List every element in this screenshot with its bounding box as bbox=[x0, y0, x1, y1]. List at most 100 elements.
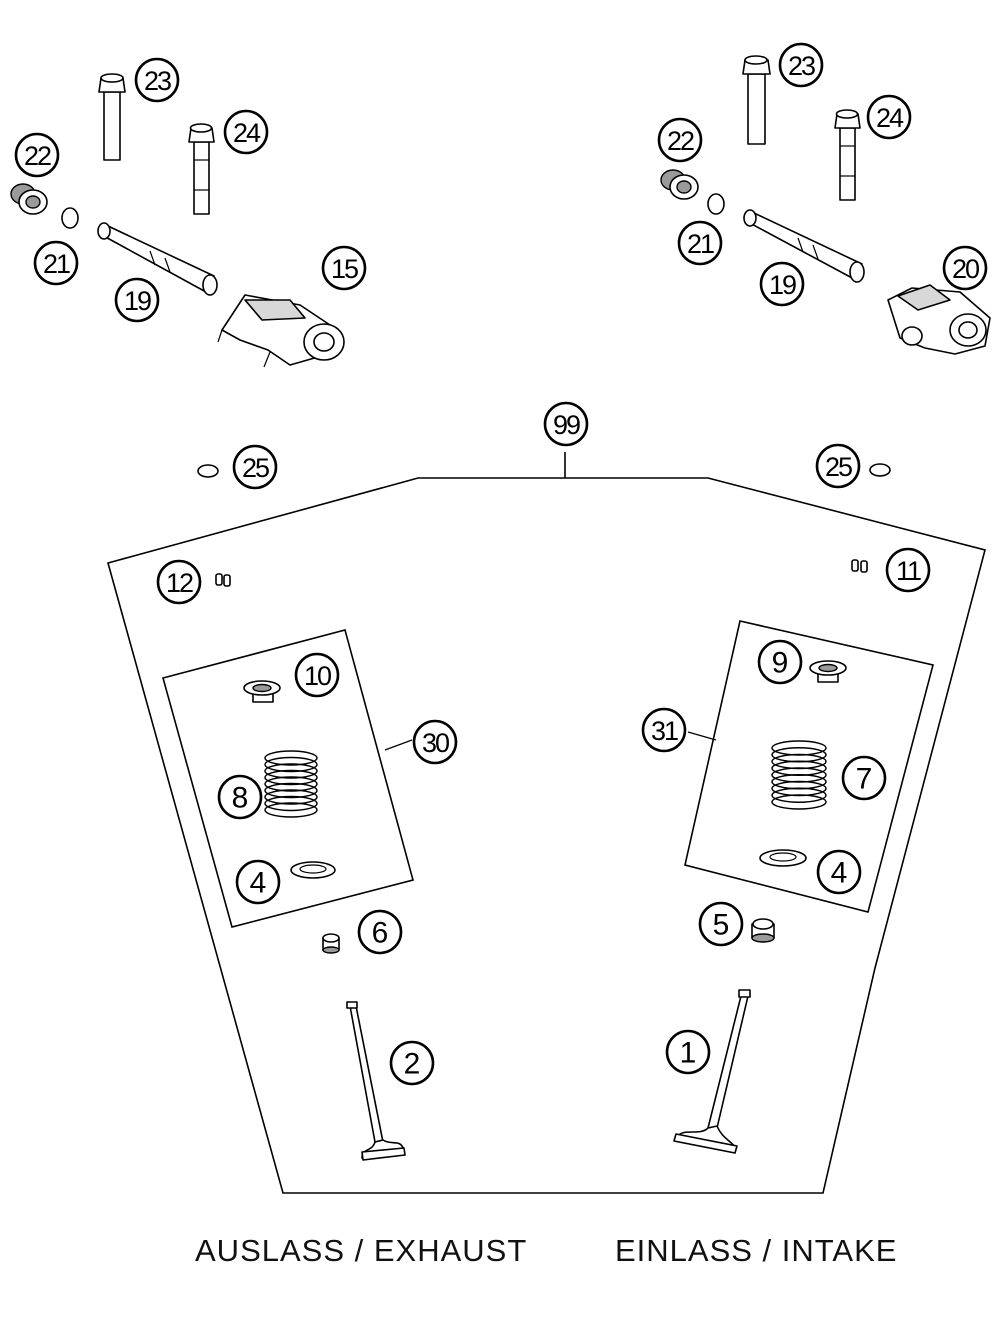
spring-coil bbox=[264, 782, 318, 799]
spring-coil bbox=[264, 776, 318, 792]
callout-number: 22 bbox=[667, 126, 694, 156]
callout-c25r: 25 bbox=[815, 443, 861, 489]
callout-c21l: 21 bbox=[33, 240, 79, 286]
bolt-right-long bbox=[742, 55, 771, 145]
rocker-shaft-right bbox=[743, 209, 865, 283]
callout-circle bbox=[942, 245, 988, 291]
callout-number: 23 bbox=[788, 51, 815, 81]
callout-number: 22 bbox=[24, 141, 51, 171]
valve-stem-seal-intake bbox=[751, 918, 775, 943]
callout-circle bbox=[217, 774, 263, 820]
valve-keepers-exhaust bbox=[215, 573, 231, 587]
spring-coil bbox=[264, 763, 318, 779]
o-ring-right bbox=[707, 193, 725, 215]
callout-circle bbox=[665, 1029, 711, 1075]
spring-coil bbox=[771, 794, 827, 810]
callout-c31: 31 bbox=[641, 707, 687, 753]
callout-circle bbox=[134, 57, 180, 103]
shim-right bbox=[869, 463, 891, 477]
callout-circle bbox=[866, 94, 912, 140]
callout-number: 24 bbox=[233, 118, 261, 148]
callout-number: 4 bbox=[831, 857, 848, 890]
callout-circle bbox=[321, 245, 367, 291]
bolt-left-short bbox=[188, 123, 215, 215]
callout-circle bbox=[778, 42, 824, 88]
callout-c19l: 19 bbox=[114, 277, 160, 323]
callout-number: 12 bbox=[166, 568, 193, 598]
callout-c10: 10 bbox=[294, 652, 340, 698]
callout-c2: 2 bbox=[389, 1040, 435, 1086]
intake-valve bbox=[673, 989, 751, 1154]
spring-seat-exhaust bbox=[290, 861, 336, 879]
callout-circle bbox=[841, 755, 887, 801]
plug-left bbox=[10, 183, 48, 215]
spring-coil bbox=[264, 769, 318, 786]
callout-number: 19 bbox=[124, 286, 151, 316]
callout-number: 21 bbox=[43, 249, 70, 279]
spring-retainer-intake bbox=[809, 660, 847, 683]
callout-circle bbox=[885, 547, 931, 593]
callout-c4r: 4 bbox=[816, 849, 862, 895]
callout-c4l: 4 bbox=[235, 859, 281, 905]
callout-c19r: 19 bbox=[759, 261, 805, 307]
spring-coil bbox=[771, 787, 827, 803]
callout-number: 25 bbox=[825, 452, 852, 482]
callout-c99: 99 bbox=[543, 401, 589, 447]
callout-circle bbox=[357, 909, 403, 955]
callout-circle bbox=[815, 443, 861, 489]
plug-right bbox=[660, 169, 699, 200]
valve-spring-intake bbox=[771, 740, 827, 810]
callout-circle bbox=[757, 639, 803, 685]
callout-number: 99 bbox=[553, 410, 580, 440]
callout-number: 6 bbox=[372, 917, 389, 950]
exhaust-spring-kit-frame bbox=[162, 629, 414, 928]
valve-stem-seal-exhaust bbox=[322, 933, 340, 954]
callout-circle bbox=[114, 277, 160, 323]
callout-number: 25 bbox=[242, 453, 269, 483]
callout-c1: 1 bbox=[665, 1029, 711, 1075]
callout-circle bbox=[657, 117, 703, 163]
rocker-arm-exhaust bbox=[217, 294, 345, 368]
bolt-left-long bbox=[98, 73, 126, 161]
callout-circle bbox=[223, 109, 269, 155]
rocker-arm-intake bbox=[887, 284, 991, 355]
callout-c8: 8 bbox=[217, 774, 263, 820]
callout-number: 9 bbox=[772, 647, 789, 680]
spring-coil bbox=[264, 750, 318, 766]
o-ring-left bbox=[61, 207, 79, 229]
callout-circle bbox=[389, 1040, 435, 1086]
shim-left bbox=[197, 464, 219, 478]
callout-c22l: 22 bbox=[14, 132, 60, 178]
callout-circle bbox=[14, 132, 60, 178]
spring-seat-intake bbox=[759, 849, 807, 867]
callout-c5: 5 bbox=[698, 901, 744, 947]
rocker-shaft-left bbox=[97, 222, 218, 296]
callout-c21r: 21 bbox=[677, 220, 723, 266]
callout-circle bbox=[294, 652, 340, 698]
callout-number: 8 bbox=[232, 782, 249, 815]
callout-number: 10 bbox=[304, 661, 331, 691]
callout-number: 15 bbox=[331, 254, 358, 284]
spring-coil bbox=[264, 789, 318, 805]
callout-circle bbox=[759, 261, 805, 307]
callout-circle bbox=[543, 401, 589, 447]
callout-circle bbox=[641, 707, 687, 753]
callout-circle bbox=[816, 849, 862, 895]
callout-c23r: 23 bbox=[778, 42, 824, 88]
callout-c23l: 23 bbox=[134, 57, 180, 103]
valve-keepers-intake bbox=[851, 559, 868, 573]
callout-circle bbox=[232, 444, 278, 490]
exhaust-valve bbox=[346, 1001, 406, 1161]
callout-c6: 6 bbox=[357, 909, 403, 955]
callout-c24l: 24 bbox=[223, 109, 269, 155]
callout-c24r: 24 bbox=[866, 94, 912, 140]
callout-number: 30 bbox=[422, 728, 449, 758]
callout-number: 5 bbox=[713, 909, 730, 942]
callout-circle bbox=[156, 559, 202, 605]
callout-c30: 30 bbox=[412, 719, 458, 765]
callout-c11: 11 bbox=[885, 547, 931, 593]
callout-number: 19 bbox=[769, 270, 796, 300]
callout-circle bbox=[412, 719, 458, 765]
